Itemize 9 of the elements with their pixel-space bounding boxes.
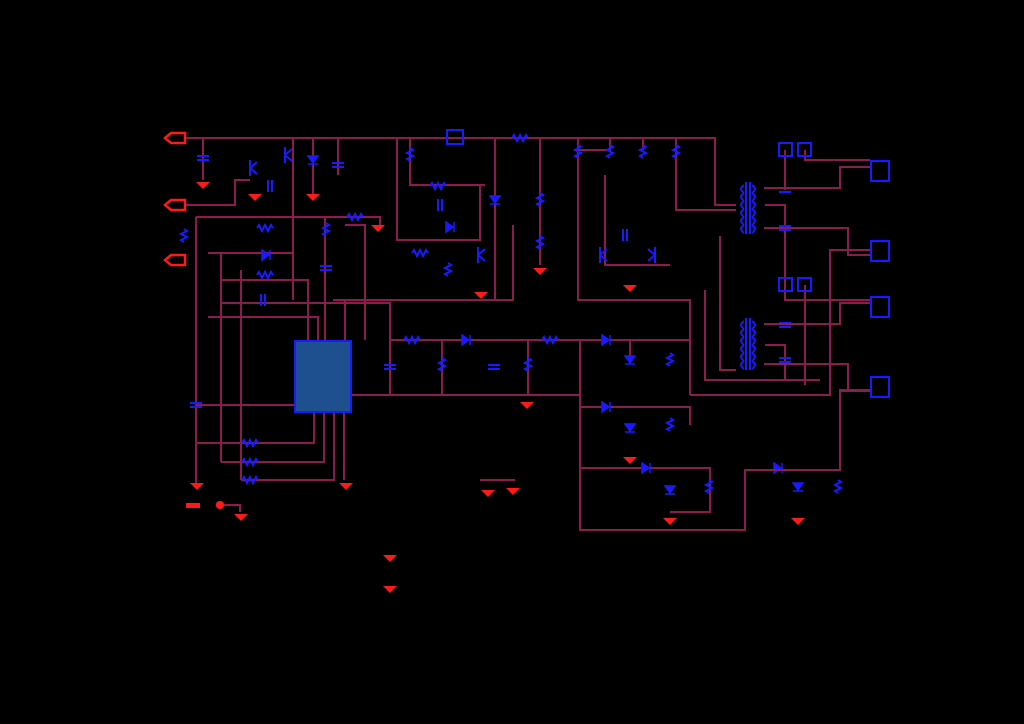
wire [763, 227, 871, 256]
connector-box [870, 376, 890, 398]
wire [763, 166, 871, 189]
connector-box [870, 296, 890, 318]
connector-box [870, 240, 890, 262]
wire [351, 390, 871, 531]
ic-chip [294, 340, 352, 413]
connector-box [870, 160, 890, 182]
wire [763, 302, 871, 325]
